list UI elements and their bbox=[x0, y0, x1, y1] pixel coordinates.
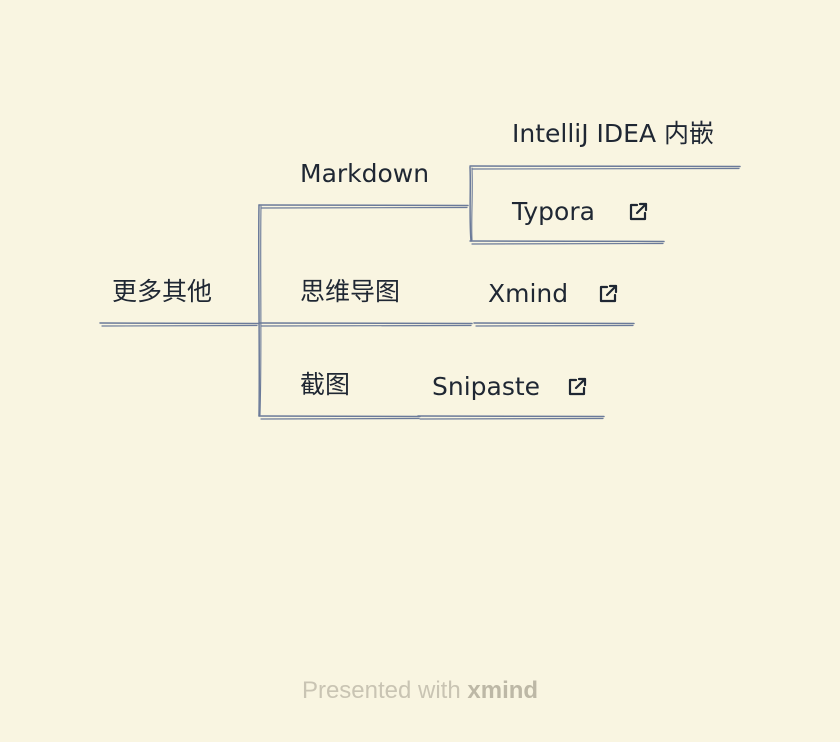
root-underline bbox=[99, 322, 259, 325]
external-link-icon[interactable] bbox=[565, 375, 589, 399]
branch-underline-mindmap bbox=[258, 322, 473, 325]
topic-typora[interactable]: Typora bbox=[512, 197, 595, 226]
root-trunk bbox=[259, 205, 262, 416]
child-underline-typora bbox=[469, 240, 665, 243]
external-link-icon[interactable] bbox=[596, 282, 620, 306]
branch-underline-markdown bbox=[258, 204, 469, 207]
branch-underline-mindmap bbox=[260, 324, 472, 327]
branch-underline-screenshot bbox=[258, 415, 421, 418]
markdown-trunk bbox=[471, 167, 473, 241]
child-underline-intellij bbox=[471, 167, 740, 170]
child-underline-xmind bbox=[473, 322, 635, 325]
topic-screenshot[interactable]: 截图 bbox=[300, 370, 351, 399]
topic-intellij-idea[interactable]: IntelliJ IDEA 内嵌 bbox=[512, 119, 715, 148]
topic-snipaste[interactable]: Snipaste bbox=[432, 372, 541, 401]
branch-underline-screenshot bbox=[260, 417, 420, 420]
child-underline-intellij bbox=[469, 165, 741, 168]
external-link-icon[interactable] bbox=[626, 200, 650, 224]
root-trunk bbox=[257, 204, 261, 417]
footer-watermark: Presented with xmind bbox=[0, 677, 840, 705]
root-topic[interactable]: 更多其他 bbox=[112, 277, 213, 306]
topic-markdown[interactable]: Markdown bbox=[300, 159, 430, 188]
branch-underline-markdown bbox=[260, 206, 468, 209]
child-underline-snipaste bbox=[417, 415, 605, 418]
child-underline-snipaste bbox=[419, 417, 604, 420]
child-underline-xmind bbox=[475, 324, 634, 327]
topic-mindmap[interactable]: 思维导图 bbox=[300, 277, 401, 306]
child-underline-typora bbox=[471, 242, 664, 245]
markdown-trunk bbox=[469, 166, 472, 242]
footer-prefix: Presented with bbox=[301, 677, 461, 704]
topic-xmind[interactable]: Xmind bbox=[488, 279, 569, 308]
root-underline bbox=[101, 324, 258, 327]
footer-brand: xmind bbox=[467, 677, 539, 704]
